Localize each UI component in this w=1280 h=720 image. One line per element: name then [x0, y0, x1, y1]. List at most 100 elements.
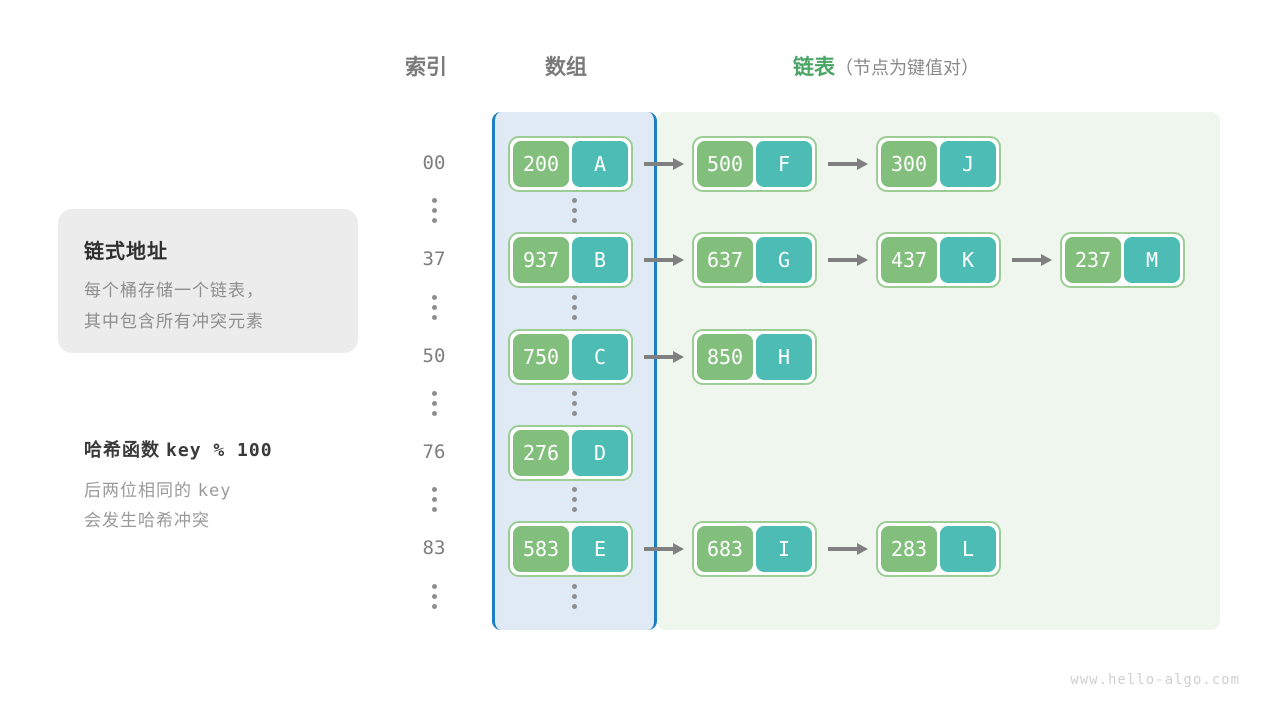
ellipsis-row: [0, 198, 1280, 232]
info-card-body: 每个桶存储一个链表， 其中包含所有冲突元素: [84, 275, 264, 337]
arrow-shaft: [644, 162, 674, 166]
ellipsis-dot: [571, 315, 577, 320]
ellipsis-dot: [571, 218, 577, 223]
index-ellipsis: [428, 487, 440, 512]
node-value: F: [756, 141, 812, 187]
arrow-shaft: [828, 258, 858, 262]
arrow-shaft: [828, 547, 858, 551]
node-value: A: [572, 141, 628, 187]
column-header-index: 索引: [405, 56, 447, 79]
hash-function-label: 哈希函数: [84, 440, 160, 460]
node-key: 750: [513, 334, 569, 380]
arrow-head: [673, 351, 684, 363]
arrow-shaft: [1012, 258, 1042, 262]
node-key: 437: [881, 237, 937, 283]
node-key: 200: [513, 141, 569, 187]
ellipsis-dot: [431, 604, 437, 609]
hash-function-desc-line-2: 会发生哈希冲突: [84, 511, 210, 530]
hash-function-expression: key % 100: [166, 440, 273, 461]
node-value: B: [572, 237, 628, 283]
row-index-label: 50: [422, 345, 446, 367]
arrow-head: [857, 543, 868, 555]
arrow-head: [857, 254, 868, 266]
info-card-title: 链式地址: [84, 241, 168, 263]
arrow-shaft: [644, 547, 674, 551]
ellipsis-dot: [431, 391, 437, 396]
ellipsis-dot: [571, 401, 577, 406]
index-ellipsis: [428, 584, 440, 609]
chain-arrow: [644, 543, 684, 555]
node-key: 850: [697, 334, 753, 380]
chain-arrow: [644, 254, 684, 266]
row-index-label: 00: [422, 152, 446, 174]
ellipsis-dot: [431, 305, 437, 310]
hash-function-desc-line-1: 后两位相同的 key: [84, 476, 384, 506]
ellipsis-dot: [431, 594, 437, 599]
array-ellipsis: [568, 391, 580, 416]
node-value: C: [572, 334, 628, 380]
hash-function-desc-text: 后两位相同的: [84, 481, 192, 500]
chain-arrow: [1012, 254, 1052, 266]
ellipsis-dot: [571, 497, 577, 502]
info-card-line-2: 其中包含所有冲突元素: [84, 312, 264, 331]
ellipsis-row: [0, 295, 1280, 329]
ellipsis-dot: [431, 584, 437, 589]
ellipsis-row: [0, 487, 1280, 521]
ellipsis-row: [0, 391, 1280, 425]
chain-arrow: [644, 158, 684, 170]
node-key: 276: [513, 430, 569, 476]
chain-arrow: [828, 158, 868, 170]
arrow-shaft: [644, 355, 674, 359]
arrow-shaft: [644, 258, 674, 262]
array-ellipsis: [568, 295, 580, 320]
arrow-head: [1041, 254, 1052, 266]
ellipsis-dot: [431, 401, 437, 406]
column-header-array: 数组: [545, 56, 587, 79]
column-header-linked-list: 链表（节点为键值对）: [793, 51, 979, 81]
ellipsis-dot: [431, 198, 437, 203]
node-value: L: [940, 526, 996, 572]
node-key: 283: [881, 526, 937, 572]
ellipsis-dot: [571, 584, 577, 589]
column-header-linked-list-main: 链表: [793, 56, 835, 79]
node-value: D: [572, 430, 628, 476]
arrow-shaft: [828, 162, 858, 166]
node-value: G: [756, 237, 812, 283]
ellipsis-dot: [571, 507, 577, 512]
ellipsis-dot: [431, 315, 437, 320]
ellipsis-dot: [431, 507, 437, 512]
ellipsis-dot: [571, 594, 577, 599]
ellipsis-dot: [431, 218, 437, 223]
ellipsis-dot: [571, 391, 577, 396]
info-card-line-1: 每个桶存储一个链表，: [84, 281, 264, 300]
node-value: M: [1124, 237, 1180, 283]
hash-function-title: 哈希函数 key % 100: [84, 436, 384, 462]
ellipsis-dot: [431, 487, 437, 492]
arrow-head: [857, 158, 868, 170]
arrow-head: [673, 543, 684, 555]
ellipsis-dot: [431, 497, 437, 502]
ellipsis-dot: [571, 305, 577, 310]
ellipsis-dot: [571, 198, 577, 203]
info-card: 链式地址 每个桶存储一个链表， 其中包含所有冲突元素: [58, 209, 358, 353]
chain-arrow: [644, 351, 684, 363]
index-ellipsis: [428, 295, 440, 320]
ellipsis-dot: [571, 208, 577, 213]
ellipsis-dot: [431, 295, 437, 300]
column-header-linked-list-sub: （节点为键值对）: [835, 58, 979, 78]
node-key: 237: [1065, 237, 1121, 283]
row-index-label: 76: [422, 441, 446, 463]
